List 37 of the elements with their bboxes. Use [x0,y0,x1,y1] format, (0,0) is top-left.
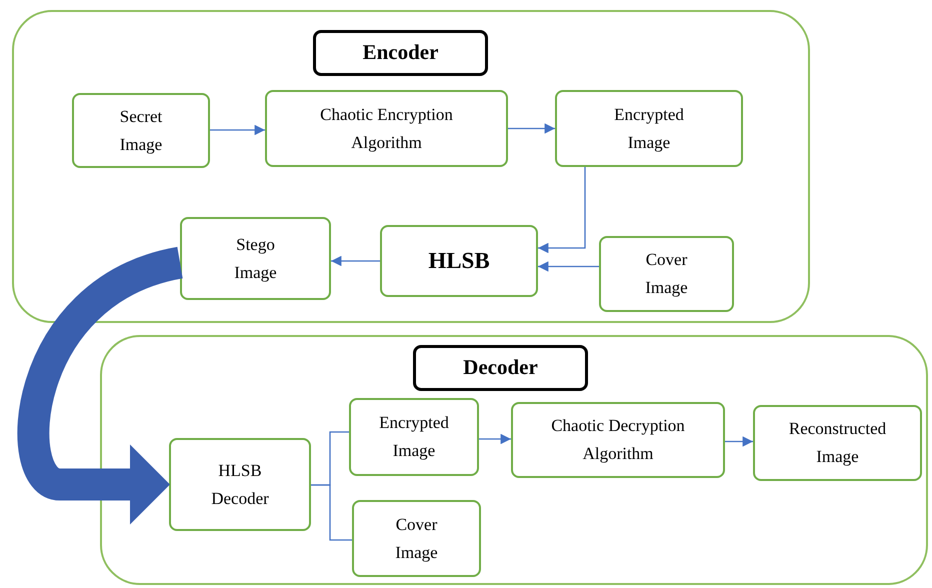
arrow [479,434,511,444]
process-box [265,90,508,167]
arrow [508,123,555,134]
arrow [725,436,753,447]
process-box [352,500,481,577]
curved-arrow [17,247,184,524]
group-container [12,10,810,323]
title-box [313,30,488,76]
arrow [331,256,380,266]
node-label: Cover Image [644,249,689,299]
process-box [599,236,734,312]
arrow [210,124,265,136]
node-label: Secret Image [118,106,164,156]
node-label: Encrypted Image [613,104,685,154]
node-label: Reconstructed Image [788,418,888,468]
node-label: Chaotic Encryption Algorithm [319,104,454,154]
process-box [180,217,331,300]
group-container [100,335,928,585]
node-label: HLSB Decoder [210,460,270,510]
process-box [753,405,922,481]
node-label: Chaotic Decryption Algorithm [550,415,686,465]
node-label: Decoder [462,354,539,382]
arrow [538,261,599,272]
process-box [555,90,743,167]
process-box [169,438,311,531]
node-label: Encrypted Image [378,412,450,462]
process-box [511,402,725,478]
process-box [380,225,538,297]
node-label: Cover Image [394,514,439,564]
arrow [538,167,586,254]
node-label: HLSB [427,246,491,275]
node-label: Stego Image [233,234,278,284]
title-box [413,345,588,391]
connector-line [311,484,352,541]
node-label: Encoder [362,39,440,66]
process-box [349,398,479,476]
process-box [72,93,210,168]
